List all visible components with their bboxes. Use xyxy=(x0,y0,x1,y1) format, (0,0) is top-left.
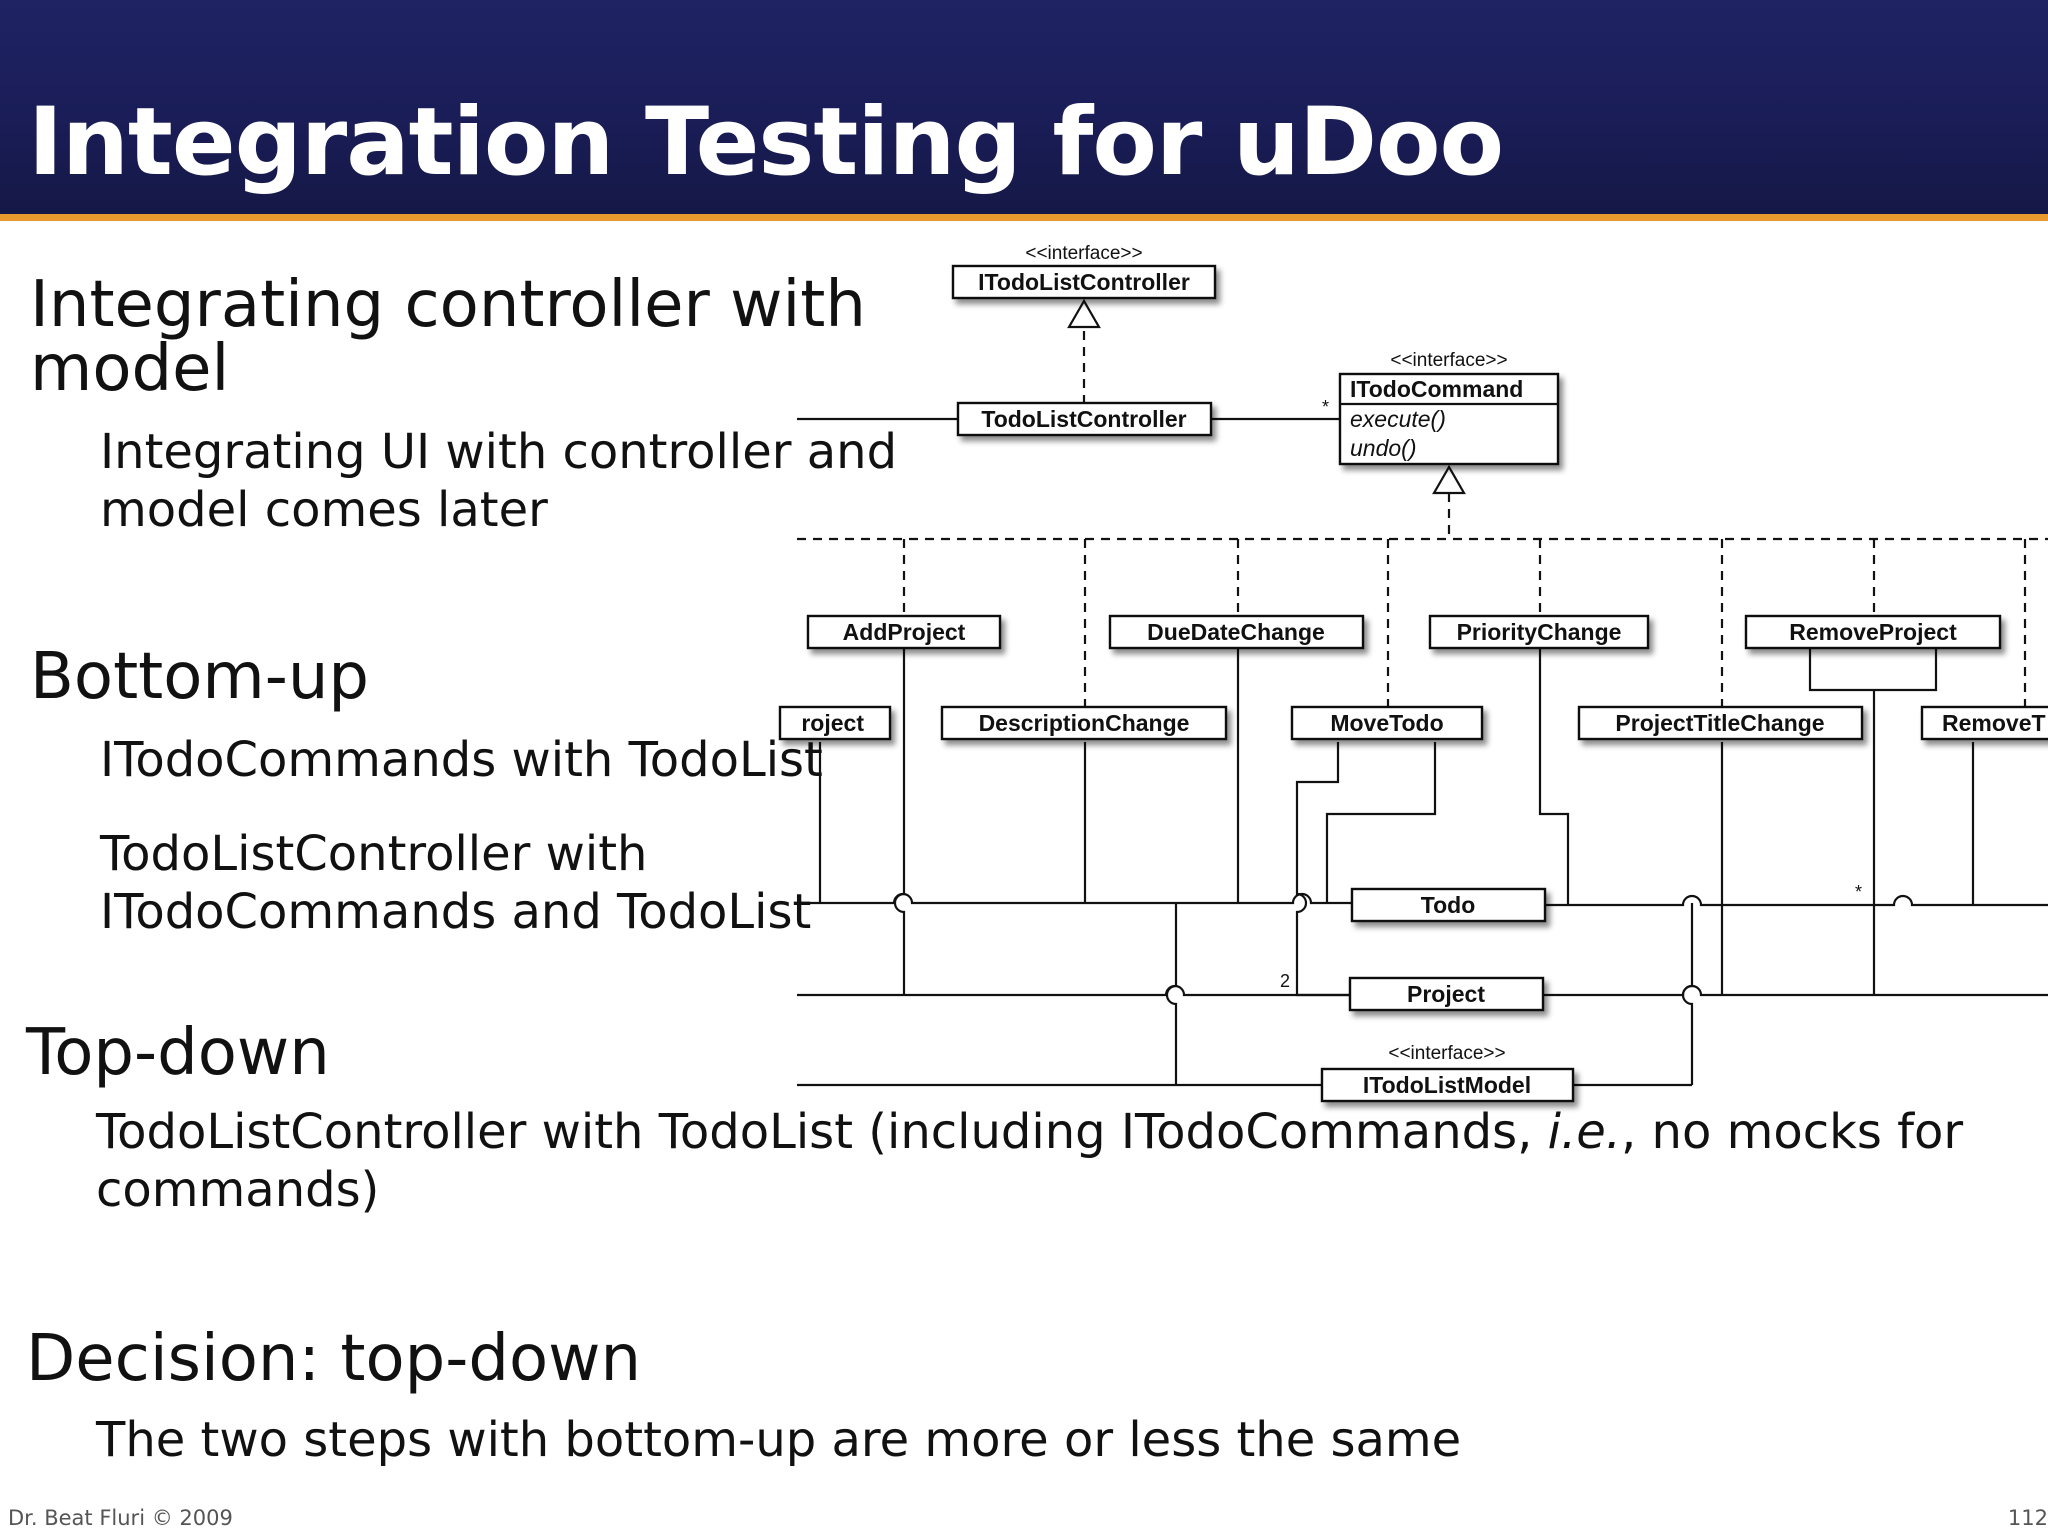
v-removeproject-left xyxy=(1808,649,1874,692)
realization-command-arrowhead xyxy=(1432,464,1466,495)
label-itodocommand: ITodoCommand xyxy=(1350,376,1523,402)
stereotype-itodolistmodel: <<interface>> xyxy=(1388,1043,1505,1064)
assoc-bus-to-project-right xyxy=(1543,984,2048,997)
uml-connectors xyxy=(797,298,2048,1087)
class-itodolistcontroller: <<interface>> ITodoListController xyxy=(951,243,1217,300)
decision-sub: The two steps with bottom-up are more or… xyxy=(96,1412,1462,1468)
top-down-line1: TodoListController with TodoList (includ… xyxy=(96,1104,1963,1160)
class-project-partial: roject xyxy=(778,705,892,741)
label-itodolistcontroller: ITodoListController xyxy=(978,269,1190,295)
label-project: Project xyxy=(1407,981,1485,1007)
bottom-up-item2-line2: ITodoCommands and TodoList xyxy=(100,884,812,940)
slide-title: Integration Testing for uDoo xyxy=(28,88,1504,197)
label-prioritychange: PriorityChange xyxy=(1457,619,1622,645)
label-removeproject: RemoveProject xyxy=(1789,619,1957,645)
box-project-partial xyxy=(778,705,892,741)
box-descriptionchange xyxy=(940,705,1228,741)
box-duedatechange xyxy=(1108,614,1365,650)
heading-integrating-line1: Integrating controller with xyxy=(30,268,866,342)
sub-integrating-ui-line1: Integrating UI with controller and xyxy=(100,424,898,480)
v-removeproject-split xyxy=(1874,649,1938,692)
class-removeproject: RemoveProject xyxy=(1744,614,2002,650)
op-undo: undo() xyxy=(1350,435,1416,461)
label-itodolistmodel: ITodoListModel xyxy=(1363,1072,1531,1098)
top-down-line1-pre: TodoListController with TodoList (includ… xyxy=(96,1104,1548,1160)
multiplicity-todos: * xyxy=(1855,882,1862,902)
class-duedatechange: DueDateChange xyxy=(1108,614,1365,650)
label-projecttitlechange: ProjectTitleChange xyxy=(1615,710,1824,736)
class-movetodo: MoveTodo xyxy=(1290,705,1484,741)
box-projecttitlechange xyxy=(1577,705,1864,741)
top-down-line1-ie: i.e. xyxy=(1547,1104,1621,1160)
v-model-left-link xyxy=(1165,903,1178,1085)
label-addproject: AddProject xyxy=(843,619,966,645)
box-itodolistcontroller xyxy=(951,264,1217,300)
box-prioritychange xyxy=(1428,614,1650,650)
footer-page-number: 112 xyxy=(2007,1506,2048,1530)
box-todolistcontroller xyxy=(956,401,1213,437)
box-todo xyxy=(1350,887,1547,923)
box-itodolistmodel xyxy=(1320,1067,1575,1103)
box-project xyxy=(1348,976,1545,1012)
sub-integrating-ui-line2: model comes later xyxy=(100,482,548,538)
heading-bottom-up: Bottom-up xyxy=(30,640,370,714)
class-projecttitlechange: ProjectTitleChange xyxy=(1577,705,1864,741)
v-movetodo-project xyxy=(1295,742,1350,997)
class-todo: Todo xyxy=(1350,887,1547,923)
label-duedatechange: DueDateChange xyxy=(1147,619,1325,645)
class-todolistcontroller: TodoListController xyxy=(956,401,1213,437)
heading-top-down: Top-down xyxy=(26,1016,330,1090)
box-movetodo xyxy=(1290,705,1484,741)
heading-decision: Decision: top-down xyxy=(26,1322,642,1396)
class-project: Project xyxy=(1348,976,1545,1012)
label-project-partial: roject xyxy=(801,710,864,736)
class-itodocommand: <<interface>> ITodoCommand execute() und… xyxy=(1338,350,1560,466)
label-todolistcontroller: TodoListController xyxy=(981,406,1186,432)
stereotype-itodolistcontroller: <<interface>> xyxy=(1025,243,1142,264)
label-todo: Todo xyxy=(1421,892,1476,918)
box-removet xyxy=(1920,705,2048,741)
class-removet-partial: RemoveT xyxy=(1920,705,2048,741)
label-movetodo: MoveTodo xyxy=(1330,710,1443,736)
v-prioritychange xyxy=(1538,649,1570,905)
assoc-bus-to-todo-right xyxy=(1545,894,2048,907)
op-execute: execute() xyxy=(1350,406,1446,432)
footer-author: Dr. Beat Fluri © 2009 xyxy=(8,1506,233,1530)
top-down-line2: commands) xyxy=(96,1162,380,1218)
top-down-line1-post: , no mocks for xyxy=(1621,1104,1964,1160)
box-itodocommand xyxy=(1338,372,1560,466)
assoc-bus-to-project-left xyxy=(797,984,1350,997)
heading-integrating-line2: model xyxy=(30,332,230,406)
class-descriptionchange: DescriptionChange xyxy=(940,705,1228,741)
v-movetodo-todo xyxy=(1325,742,1437,903)
class-prioritychange: PriorityChange xyxy=(1428,614,1650,650)
bottom-up-item2-line1: TodoListController with xyxy=(100,826,648,882)
box-removeproject xyxy=(1744,614,2002,650)
realization-controller-arrowhead xyxy=(1067,298,1101,329)
label-removet: RemoveT xyxy=(1942,710,2046,736)
label-descriptionchange: DescriptionChange xyxy=(979,710,1190,736)
class-itodolistmodel: <<interface>> ITodoListModel xyxy=(1320,1043,1575,1103)
multiplicity-two: 2 xyxy=(1280,971,1290,991)
v-addproject xyxy=(893,649,906,995)
class-addproject: AddProject xyxy=(806,614,1002,650)
box-addproject xyxy=(806,614,1002,650)
title-bar: Integration Testing for uDoo xyxy=(0,0,2048,221)
bottom-up-item1: ITodoCommands with TodoList xyxy=(100,732,823,788)
multiplicity-commands: * xyxy=(1322,397,1329,417)
stereotype-itodocommand: <<interface>> xyxy=(1390,350,1507,371)
v-model-right-link xyxy=(1681,903,1694,1085)
assoc-bus-to-todo-left xyxy=(797,892,1352,905)
